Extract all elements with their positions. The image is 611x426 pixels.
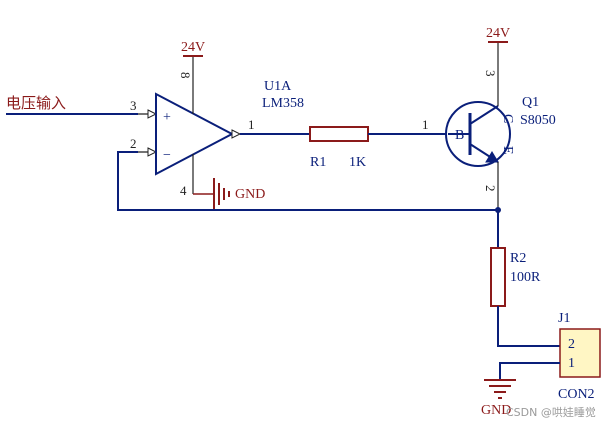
j1-pin-1: 1 (568, 356, 575, 371)
resistor-r1: R1 1K (309, 126, 369, 170)
j1-pin-2: 2 (568, 337, 575, 352)
r1-body (309, 126, 369, 142)
connector-pin2-wire (497, 306, 560, 347)
q1-designator: Q1 (522, 95, 539, 110)
feedback-wire (117, 151, 498, 211)
j1-part: CON2 (558, 387, 595, 402)
j1-body (559, 328, 601, 378)
opamp-pin-3: 3 (130, 98, 137, 113)
opamp-gnd-label: GND (235, 187, 265, 202)
q1-body (445, 101, 511, 167)
q1-base-label: B (455, 128, 464, 143)
connector-j1: 2 1 J1 CON2 (558, 311, 601, 402)
input-label: 电压输入 (6, 94, 66, 112)
resistor-r2: R2 100R (490, 247, 541, 307)
q1-vcc-label: 24V (486, 26, 510, 41)
opamp-plus: + (163, 110, 171, 125)
opamp-body (155, 92, 235, 176)
q1-emitter-arrow (485, 151, 499, 163)
opamp-power-24v: 24V (181, 40, 205, 57)
opamp-designator: U1A (264, 79, 292, 94)
j1-designator: J1 (558, 311, 570, 326)
opamp-pin-2: 2 (130, 136, 137, 151)
r1-value: 1K (349, 155, 366, 170)
opamp-pin-4: 4 (180, 183, 187, 198)
r2-designator: R2 (510, 251, 526, 266)
r2-value: 100R (510, 270, 541, 285)
connector-ground-symbol: GND (481, 379, 516, 418)
q1-power-24v: 24V (486, 26, 510, 43)
opamp-minus: − (163, 148, 171, 163)
connector-pin1-wire (499, 362, 560, 380)
transistor-q1: B C E Q1 S8050 (445, 95, 556, 167)
r1-designator: R1 (310, 155, 326, 170)
watermark: CSDN @哄娃睡觉 (506, 406, 596, 419)
q1-part: S8050 (520, 113, 556, 128)
opamp-pin-1: 1 (248, 117, 255, 132)
connector-gnd-label: GND (481, 403, 511, 418)
opamp-vcc-label: 24V (181, 40, 205, 55)
q1-collector-label: C (500, 114, 515, 123)
opamp-ground-symbol: GND (193, 178, 265, 210)
opamp-u1a: + − 3 2 1 8 4 U1A LM358 (130, 56, 304, 198)
opamp-pin-8: 8 (178, 72, 193, 79)
r2-body (490, 247, 506, 307)
q1-emitter-label: E (500, 146, 515, 155)
opamp-part: LM358 (262, 96, 304, 111)
r1-pin-1: 1 (422, 117, 429, 132)
q1-pin-3: 3 (483, 70, 498, 77)
q1-pin-2: 2 (483, 185, 498, 192)
